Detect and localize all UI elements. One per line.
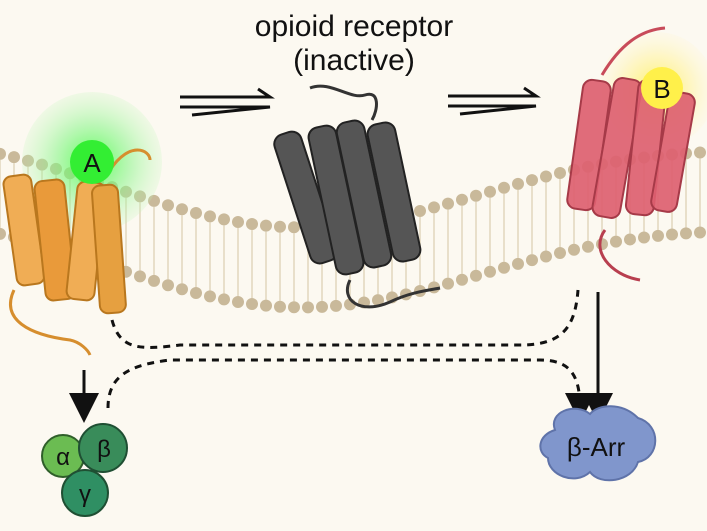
beta-arrestin-label: β-Arr	[567, 432, 626, 462]
lipid-head	[274, 300, 286, 313]
lipid-head	[134, 270, 146, 283]
lipid-head	[288, 301, 300, 314]
lipid-head	[638, 231, 650, 244]
equilibrium-arrows-left	[180, 87, 275, 117]
lipid-head	[652, 229, 664, 242]
lipid-head	[456, 193, 468, 206]
lipid-head	[190, 206, 202, 219]
lipid-head	[176, 203, 188, 216]
lipid-head	[414, 205, 426, 217]
lipid-head	[218, 213, 230, 226]
lipid-head	[470, 269, 482, 282]
lipid-head	[610, 235, 622, 248]
lipid-head	[316, 300, 328, 313]
g-protein: α β γ	[41, 423, 128, 517]
lipid-head	[512, 177, 524, 190]
lipid-head	[302, 301, 314, 314]
lipid-head	[526, 174, 538, 187]
lipid-head	[596, 238, 608, 251]
title-line-2: (inactive)	[293, 44, 415, 77]
g-beta-label: β	[97, 436, 111, 463]
lipid-head	[8, 151, 20, 164]
lipid-head	[260, 219, 272, 232]
equilibrium-arrows-right	[448, 86, 541, 116]
lipid-head	[512, 257, 524, 270]
lipid-head	[162, 279, 174, 292]
lipid-head	[190, 286, 202, 299]
lipid-head	[288, 221, 300, 234]
lipid-head	[274, 220, 286, 233]
ligand-a-label: A	[83, 148, 101, 178]
signaling-arrows	[69, 289, 613, 423]
lipid-head	[204, 290, 216, 303]
g-alpha-label: α	[56, 444, 70, 471]
title-line-1: opioid receptor	[254, 10, 454, 43]
lipid-head	[680, 227, 692, 240]
lipid-head	[694, 146, 706, 159]
lipid-head	[568, 243, 580, 256]
ligand-b-label: B	[653, 74, 670, 104]
lipid-head	[554, 247, 566, 260]
lipid-head	[624, 233, 636, 246]
g-gamma-label: γ	[79, 481, 91, 508]
lipid-head	[330, 299, 342, 312]
lipid-head	[442, 277, 454, 290]
lipid-head	[526, 254, 538, 267]
lipid-head	[442, 197, 454, 210]
lipid-head	[148, 274, 160, 287]
receptor-inactive	[273, 84, 441, 309]
lipid-head	[204, 210, 216, 223]
lipid-head	[540, 250, 552, 263]
lipid-head	[0, 147, 6, 160]
lipid-head	[232, 295, 244, 308]
lipid-head	[428, 201, 440, 214]
receptor-b-bound: B	[566, 26, 707, 282]
lipid-head	[162, 199, 174, 212]
lipid-head	[666, 228, 678, 241]
beta-arrestin: β-Arr	[539, 405, 657, 482]
lipid-head	[0, 227, 6, 240]
lipid-head	[582, 240, 594, 253]
lipid-head	[694, 226, 706, 239]
receptor-a-bound: A	[2, 92, 162, 356]
lipid-head	[246, 218, 258, 231]
lipid-head	[498, 261, 510, 274]
lipid-head	[470, 189, 482, 202]
lipid-head	[484, 185, 496, 198]
lipid-head	[372, 294, 384, 307]
lipid-head	[456, 273, 468, 286]
lipid-head	[498, 181, 510, 194]
lipid-head	[218, 293, 230, 306]
lipid-head	[260, 299, 272, 312]
lipid-head	[540, 170, 552, 183]
lipid-head	[246, 298, 258, 311]
lipid-head	[484, 265, 496, 278]
lipid-head	[176, 283, 188, 296]
lipid-head	[554, 167, 566, 180]
lipid-head	[232, 215, 244, 228]
